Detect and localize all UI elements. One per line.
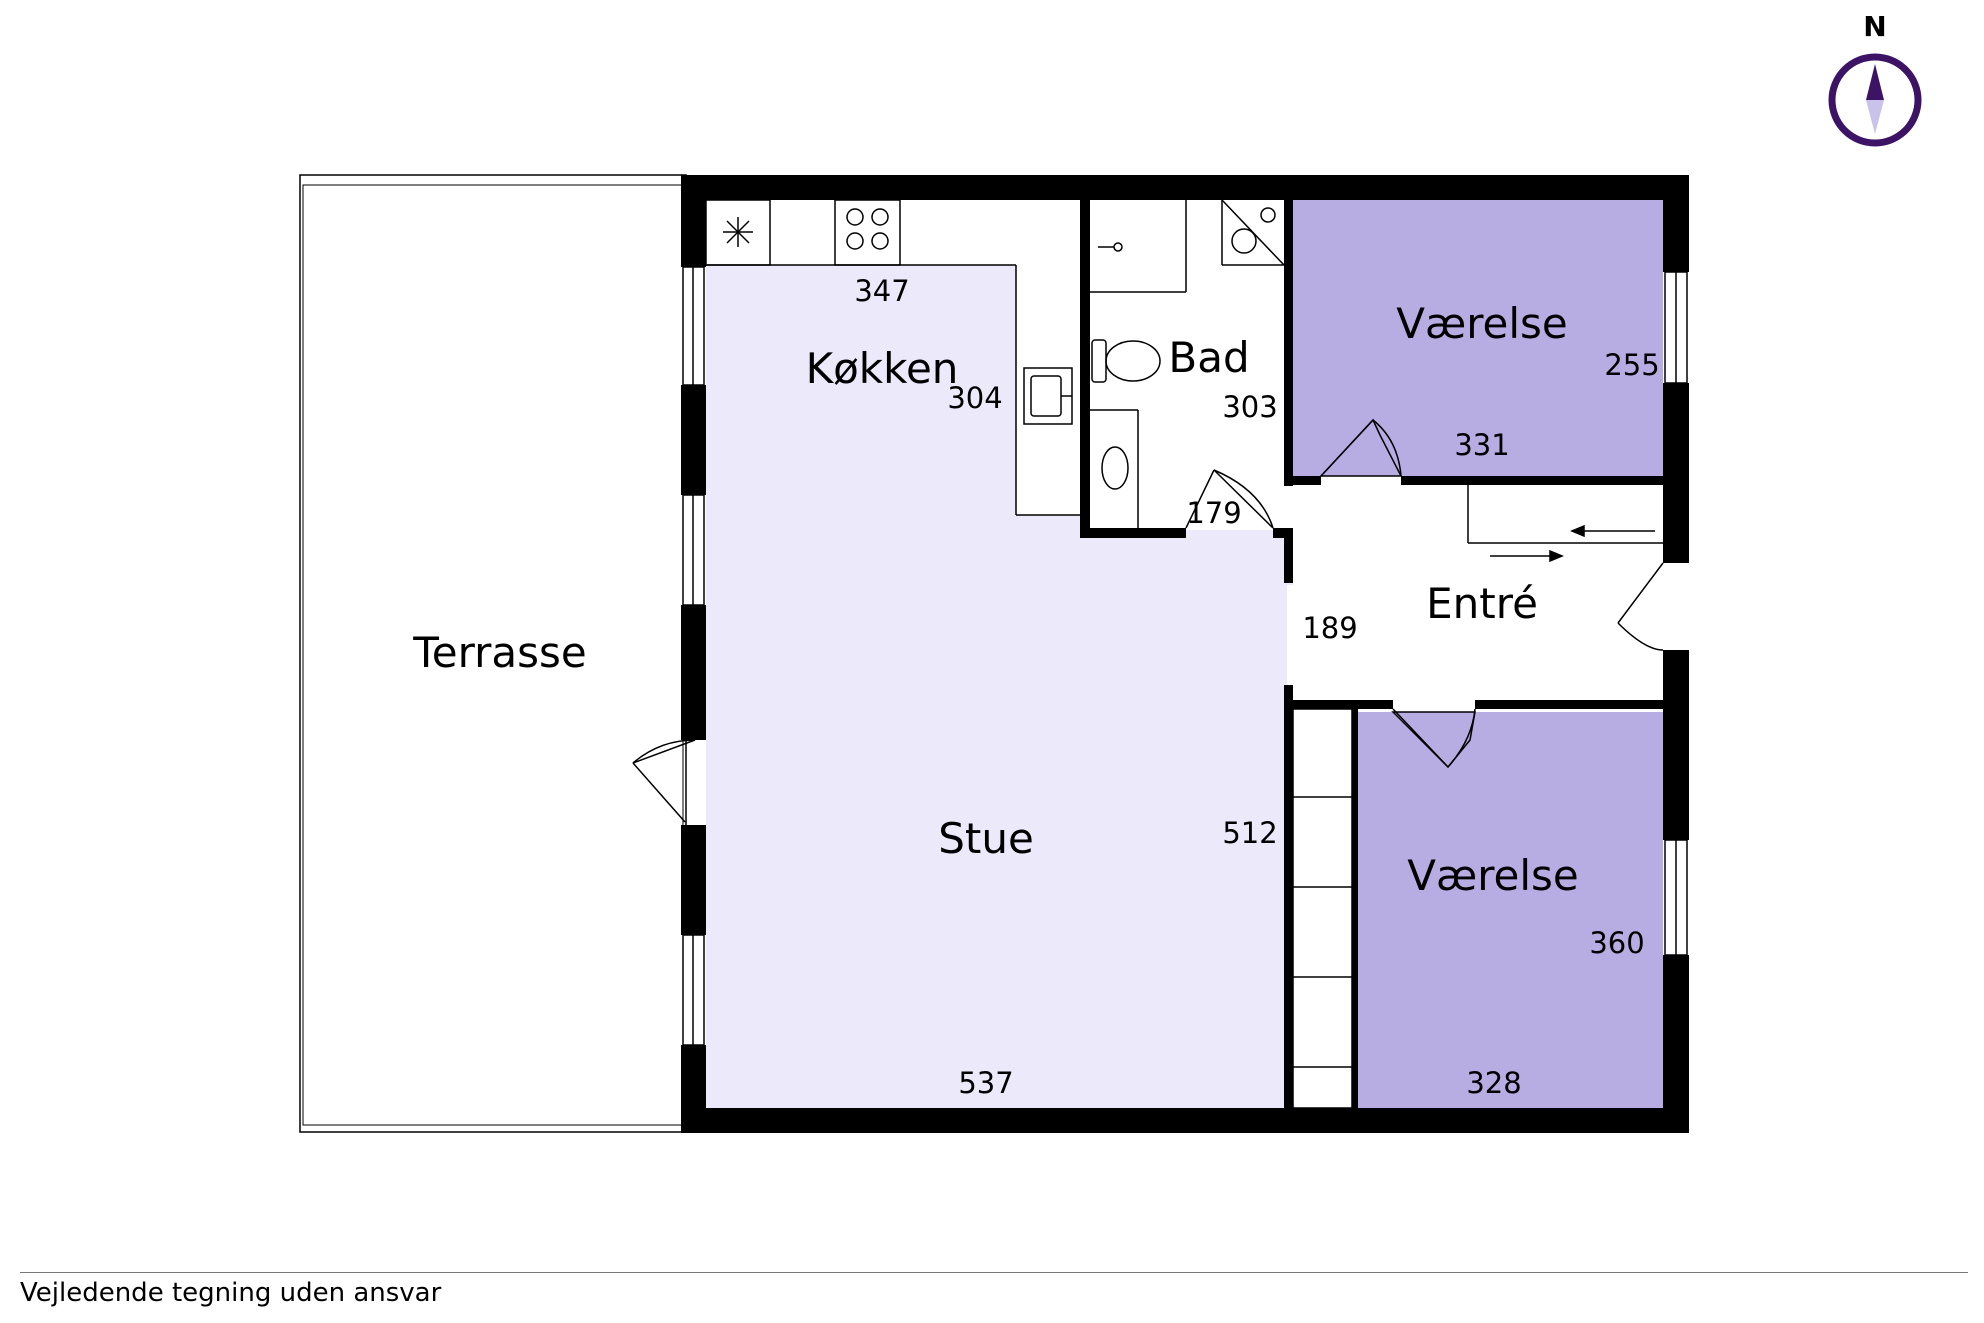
bath-width-label: 179 [1186,496,1241,530]
kitchen-width-label: 347 [854,274,909,308]
terrace-label: Terrasse [412,628,587,677]
interior-walls [1080,200,1663,1108]
bedroom-1-width-label: 331 [1454,428,1509,462]
living-depth-label: 512 [1222,816,1277,850]
shower-icon [1098,242,1123,252]
compass-icon: N [1828,10,1922,147]
living-room-fill [706,265,1293,1108]
closet-shelves [1292,708,1353,1109]
entrance-width-label: 189 [1302,611,1357,645]
outer-walls [681,175,1689,1133]
freezer-icon [723,217,753,247]
bedroom-2-width-label: 328 [1466,1066,1521,1100]
doors [632,419,1664,823]
bath-label: Bad [1168,333,1249,382]
bath-sink-icon [1101,446,1129,490]
washing-machine-icon [1231,207,1276,254]
entrance-wardrobe [1467,485,1663,544]
kitchen-depth-label: 304 [947,381,1002,415]
kitchen-label: Køkken [806,344,959,393]
bedroom-2-label: Værelse [1407,851,1579,900]
windows [682,266,1688,1046]
toilet-icon [1091,339,1161,383]
bedroom-1-fill [1293,200,1663,476]
bedroom-2-depth-label: 360 [1589,926,1644,960]
bedroom-1-label: Værelse [1396,299,1568,348]
bath-depth-label: 303 [1222,390,1277,424]
bedroom-2-fill [1358,712,1663,1108]
north-label: N [1863,10,1886,43]
entrance-label: Entré [1426,579,1538,628]
entrance-fill [1293,485,1663,700]
living-width-label: 537 [958,1066,1013,1100]
footer-divider [20,1272,1968,1273]
kitchen-counter [705,199,1080,516]
bedroom-1-depth-label: 255 [1604,348,1659,382]
living-room-label: Stue [938,814,1034,863]
kitchen-sink-icon [1023,367,1073,425]
disclaimer-text: Vejledende tegning uden ansvar [20,1278,442,1308]
stove-icon [846,208,889,250]
wardrobe-arrows [1490,524,1655,563]
